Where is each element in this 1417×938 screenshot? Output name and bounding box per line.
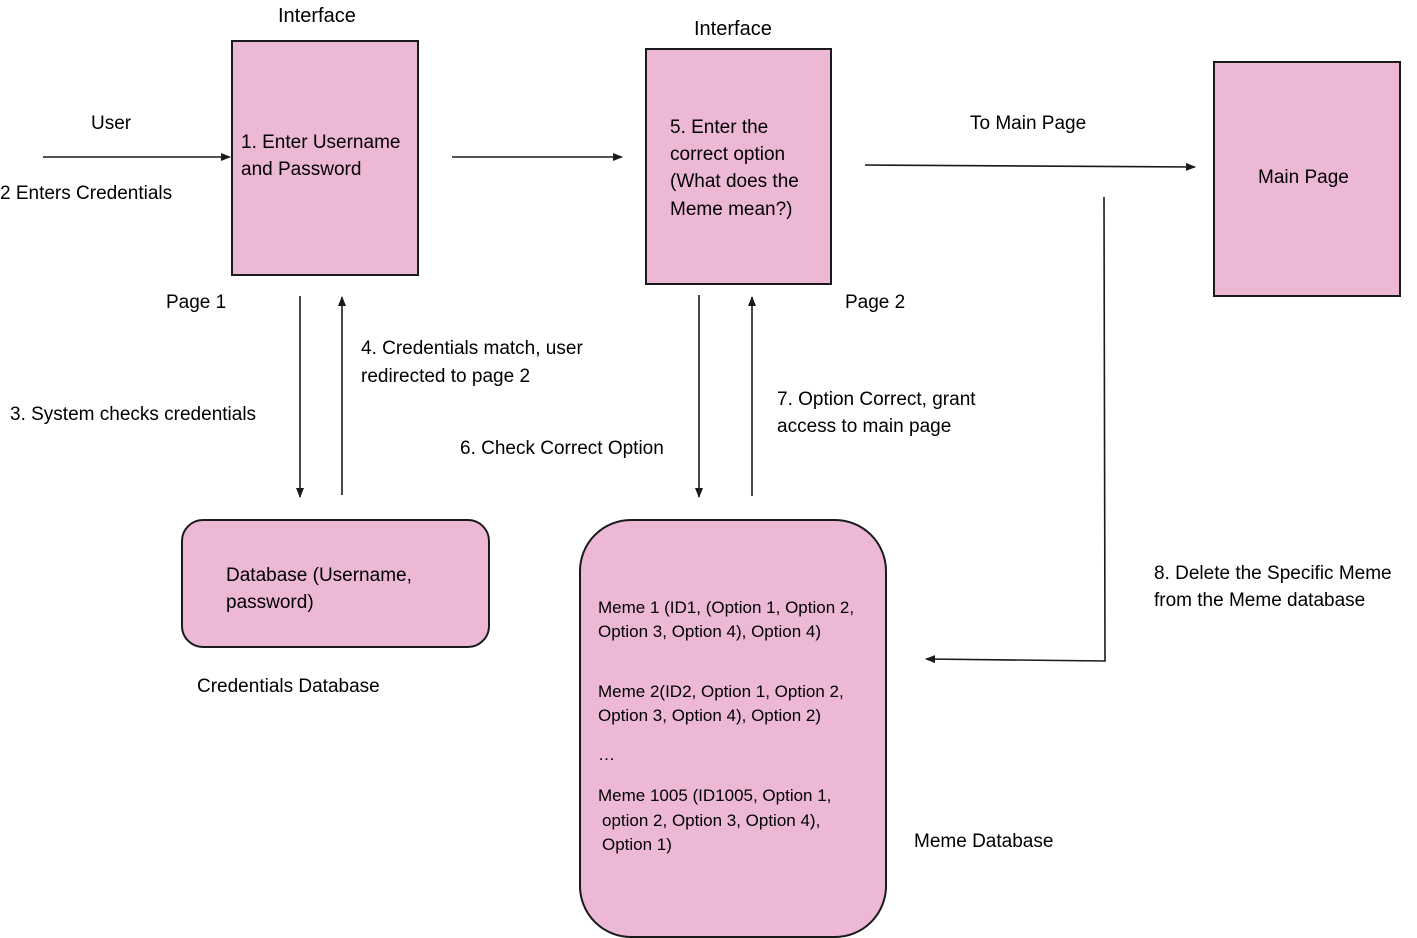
page2-box-line2: correct option <box>670 144 786 165</box>
page2-box <box>645 48 832 285</box>
edge-label-system-checks: 3. System checks credentials <box>10 404 257 425</box>
credentials-db-line2: password) <box>226 592 314 613</box>
meme-db-caption: Meme Database <box>914 831 1054 852</box>
edge-label-delete-meme-line2: from the Meme database <box>1154 590 1366 611</box>
credentials-db-line1: Database (Username, <box>226 565 412 586</box>
arrow-main-to-meme-db <box>925 196 1106 664</box>
edge-label-credentials-match-line1: 4. Credentials match, user <box>361 338 583 359</box>
page1-box-line2: and Password <box>241 159 362 180</box>
meme-db-entry3-line3: Option 1) <box>602 835 672 854</box>
page1-box-line1: 1. Enter Username <box>241 132 401 153</box>
meme-db-entry2-line2: Option 3, Option 4), Option 2) <box>598 706 822 725</box>
page1-header: Interface <box>278 5 356 27</box>
page2-caption: Page 2 <box>845 292 906 313</box>
meme-db-entry3-line1: Meme 1005 (ID1005, Option 1, <box>598 786 832 805</box>
meme-db-ellipsis: … <box>598 745 615 764</box>
edge-label-check-correct-option: 6. Check Correct Option <box>460 438 664 459</box>
edge-label-option-correct-line2: access to main page <box>777 416 952 437</box>
edge-label-to-main-page: To Main Page <box>970 113 1087 134</box>
page2-header: Interface <box>694 18 772 40</box>
main-page-box <box>1213 61 1401 297</box>
credentials-db-box <box>181 519 490 648</box>
edge-label-delete-meme-line1: 8. Delete the Specific Meme <box>1154 563 1392 584</box>
meme-db-box <box>579 519 887 938</box>
edge-label-enters-credentials: 2 Enters Credentials <box>0 183 173 204</box>
page1-caption: Page 1 <box>166 292 227 313</box>
page2-box-line1: 5. Enter the <box>670 117 769 138</box>
main-page-label: Main Page <box>1258 167 1349 188</box>
edge-label-user: User <box>91 113 132 134</box>
page1-box <box>231 40 419 276</box>
edge-label-option-correct-line1: 7. Option Correct, grant <box>777 389 976 410</box>
meme-db-entry1-line2: Option 3, Option 4), Option 4) <box>598 622 822 641</box>
page2-box-line4: Meme mean?) <box>670 199 793 220</box>
meme-db-entry1-line1: Meme 1 (ID1, (Option 1, Option 2, <box>598 598 855 617</box>
page2-box-line3: (What does the <box>670 171 799 192</box>
edge-label-credentials-match-line2: redirected to page 2 <box>361 366 531 387</box>
credentials-db-caption: Credentials Database <box>197 676 380 697</box>
meme-db-entry3-line2: option 2, Option 3, Option 4), <box>602 811 821 830</box>
meme-db-entry2-line1: Meme 2(ID2, Option 1, Option 2, <box>598 682 844 701</box>
arrow-page2-to-main <box>864 162 1196 171</box>
